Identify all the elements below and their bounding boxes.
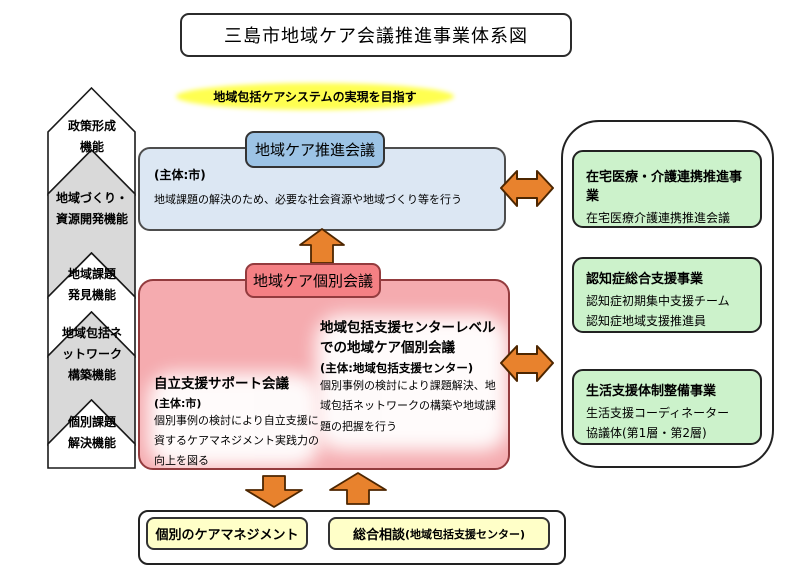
- diagram-title-box: 三島市地域ケア会議推進事業体系図: [180, 13, 572, 57]
- ladder-step-policy: 政策形成 機能: [67, 119, 116, 154]
- consultation-box: 総合相談(地域包括支援センター): [328, 517, 550, 550]
- individual-council-header-label: 地域ケア個別会議: [252, 272, 373, 290]
- chevron-shape: [47, 398, 136, 469]
- support-meeting-subject: (主体:市): [154, 396, 202, 410]
- bidirectional-arrow-icon: [500, 170, 554, 207]
- consultation-org-label: (地域包括支援センター): [404, 527, 526, 541]
- project-lines: 生活支援コーディネーター 協議体(第1層・第2層): [586, 406, 730, 441]
- ladder-step-individual-issue: 個別課題 解決機能: [67, 415, 116, 450]
- support-meeting-title: 自立支援サポート会議: [154, 376, 289, 392]
- project-box-home-medical: 在宅医療・介護連携推進事業 在宅医療介護連携推進会議: [572, 150, 762, 228]
- goal-banner-text: 地域包括ケアシステムの実現を目指す: [213, 90, 417, 104]
- up-arrow-icon: [329, 472, 387, 505]
- center-meeting-glow: [316, 315, 508, 451]
- support-meeting-glow: [148, 373, 320, 467]
- center-meeting-block: 地域包括支援センターレベルでの地域ケア個別会議 (主体:地域包括支援センター) …: [320, 319, 506, 437]
- bidirectional-arrow-icon: [500, 345, 554, 382]
- project-lines: 認知症初期集中支援チーム 認知症地域支援推進員: [586, 294, 730, 329]
- promotion-council-subject: (主体:市): [154, 168, 206, 182]
- ladder-step-community-dev: 地域づくり・ 資源開発機能: [55, 191, 128, 226]
- down-arrow-icon: [245, 475, 303, 508]
- function-ladder-graphic: [47, 86, 136, 469]
- center-meeting-title: 地域包括支援センターレベルでの地域ケア個別会議: [320, 320, 496, 356]
- consultation-label: 総合相談: [352, 528, 405, 543]
- project-box-life-support: 生活支援体制整備事業 生活支援コーディネーター 協議体(第1層・第2層): [572, 369, 762, 445]
- ladder-step-issue-discovery: 地域課題 発見機能: [67, 267, 116, 302]
- promotion-council-header-label: 地域ケア推進会議: [254, 141, 375, 159]
- project-title: 生活支援体制整備事業: [586, 384, 717, 399]
- project-title: 認知症総合支援事業: [586, 272, 704, 287]
- up-arrow-icon: [299, 228, 345, 264]
- support-meeting-description: 個別事例の検討により自立支援に資するケアマネジメント実践力の向上を図る: [154, 413, 319, 468]
- support-meeting-block: 自立支援サポート会議 (主体:市) 個別事例の検討により自立支援に資するケアマネ…: [154, 375, 322, 468]
- individual-council-header: 地域ケア個別会議: [245, 263, 381, 298]
- goal-ellipse: [176, 83, 454, 110]
- diagram-title: 三島市地域ケア会議推進事業体系図: [224, 26, 528, 47]
- center-meeting-subject: (主体:地域包括支援センター): [320, 361, 474, 376]
- project-title: 在宅医療・介護連携推進事業: [586, 170, 743, 204]
- project-lines: 在宅医療介護連携推進会議: [586, 211, 731, 225]
- promotion-council-description: 地域課題の解決のため、必要な社会資源や地域づくり等を行う: [154, 193, 462, 206]
- promotion-council-header: 地域ケア推進会議: [245, 131, 385, 168]
- care-management-box: 個別のケアマネジメント: [146, 517, 308, 550]
- care-management-label: 個別のケアマネジメント: [155, 528, 299, 543]
- individual-council-panel: 自立支援サポート会議 (主体:市) 個別事例の検討により自立支援に資するケアマネ…: [138, 279, 510, 470]
- center-meeting-description: 個別事例の検討により課題解決、地域包括ネットワークの構築や地域課題の把握を行う: [320, 379, 496, 433]
- project-box-dementia: 認知症総合支援事業 認知症初期集中支援チーム 認知症地域支援推進員: [572, 257, 762, 333]
- ladder-step-network: 地域包括ネ ットワーク 構築機能: [61, 326, 122, 382]
